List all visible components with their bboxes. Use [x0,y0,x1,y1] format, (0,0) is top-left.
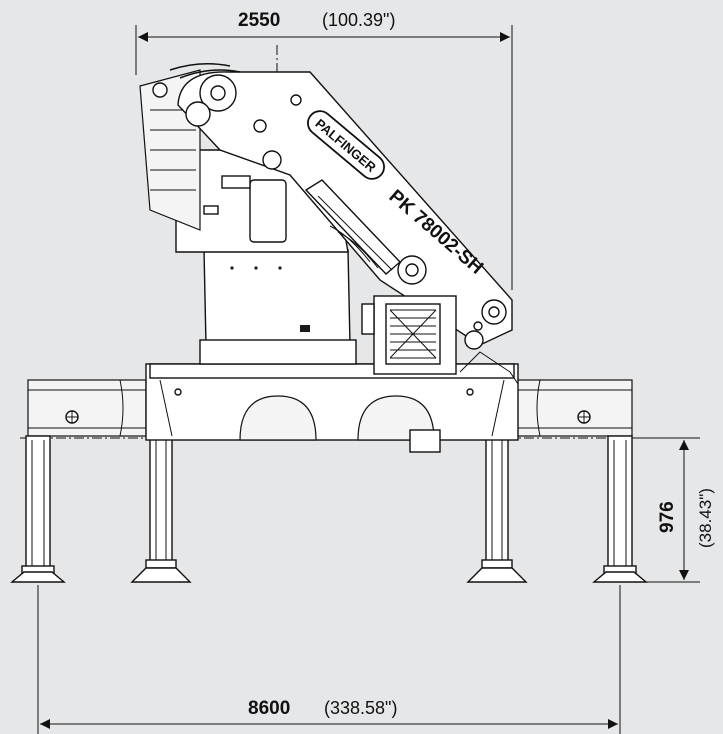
dimension-top: 2550 (100.39") [135,10,513,290]
dim-top-imperial: (100.39") [322,10,395,30]
dimension-bottom: 8600 (338.58") [37,585,621,734]
dim-top-value: 2550 [238,10,280,31]
lift-cylinder [304,179,402,275]
support-leg-outer-left [10,435,66,583]
dim-bottom-imperial: (338.58") [324,698,397,718]
dim-right-imperial: (38.43") [696,488,715,548]
dim-right-value: 976 [657,501,678,533]
crane-column [199,249,357,365]
support-leg-outer-right [592,435,648,583]
support-leg-inner-right [466,435,528,583]
base-frame [145,363,519,453]
dimension-right: 976 (38.43") [620,437,715,583]
oil-cooler [361,295,457,375]
dim-bottom-value: 8600 [248,698,290,719]
outrigger-beam-left [27,379,147,437]
cooler-grille [389,309,437,359]
support-leg-inner-left [130,435,192,583]
outrigger-beam-right [511,379,633,437]
hydraulic-hoses [169,62,519,385]
